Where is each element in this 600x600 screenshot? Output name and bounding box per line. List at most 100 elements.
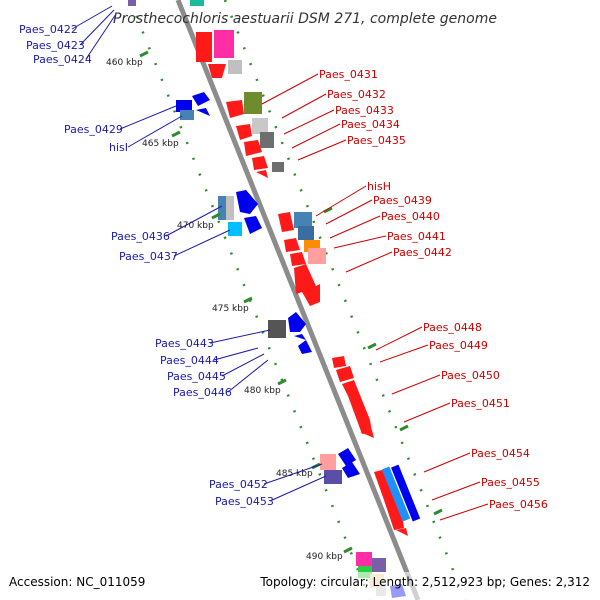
gene-label[interactable]: Paes_0450 <box>441 369 500 382</box>
gene-block <box>324 470 342 484</box>
kbp-label: 470 kbp <box>177 221 214 231</box>
genome-summary-text: Topology: circular; Length: 2,512,923 bp… <box>259 575 590 589</box>
gene-label[interactable]: Paes_0444 <box>160 354 219 367</box>
gene-arrow <box>374 468 404 530</box>
left-gene-labels: Paes_0422 Paes_0423 Paes_0424 Paes_0429 … <box>19 23 274 508</box>
gene-label[interactable]: Paes_0429 <box>64 123 123 136</box>
kbp-tick <box>171 130 181 138</box>
gene-label[interactable]: Paes_0423 <box>26 39 85 52</box>
gene-label[interactable]: Paes_0453 <box>215 495 274 508</box>
gene-block <box>218 196 226 220</box>
gene-block <box>320 454 336 470</box>
gene-arrow <box>256 170 268 178</box>
inner-tick-track <box>223 0 467 600</box>
gene-label[interactable]: Paes_0455 <box>481 476 540 489</box>
gene-label[interactable]: Paes_0445 <box>167 370 226 383</box>
gene-block <box>298 226 314 240</box>
gene-block <box>272 162 284 172</box>
gene-label[interactable]: hisH <box>367 180 391 193</box>
gene-block <box>244 92 262 114</box>
gene-label[interactable]: Paes_0431 <box>319 68 378 81</box>
gene-block <box>180 110 194 120</box>
kbp-label: 480 kbp <box>244 386 281 396</box>
gene-label[interactable]: Paes_0432 <box>327 88 386 101</box>
gene-label[interactable]: Paes_0437 <box>119 250 178 263</box>
gene-label[interactable]: Paes_0446 <box>173 386 232 399</box>
gene-arrow <box>342 462 360 478</box>
gene-label[interactable]: Paes_0456 <box>489 498 548 511</box>
gene-block <box>228 60 242 74</box>
gene-label[interactable]: Paes_0448 <box>423 321 482 334</box>
gene-label[interactable]: Paes_0442 <box>393 246 452 259</box>
gene-label[interactable]: Paes_0449 <box>429 339 488 352</box>
gene-arrow <box>294 264 320 306</box>
gene-arrow <box>244 216 262 234</box>
kbp-tick <box>323 206 333 214</box>
gene-arrow <box>192 92 210 106</box>
kbp-label: 475 kbp <box>212 304 249 314</box>
gene-label[interactable]: Paes_0439 <box>373 194 432 207</box>
kbp-label: 465 kbp <box>142 139 179 149</box>
gene-arrow <box>396 528 408 536</box>
kbp-label: 460 kbp <box>106 58 143 68</box>
gene-label[interactable]: Paes_0441 <box>387 230 446 243</box>
reverse-strand-genes <box>196 30 421 598</box>
kbp-label: 490 kbp <box>306 552 343 562</box>
gene-block <box>391 464 421 522</box>
gene-block <box>128 0 136 6</box>
gene-arrow <box>338 448 356 466</box>
gene-label[interactable]: Paes_0443 <box>155 337 214 350</box>
gene-label[interactable]: Paes_0433 <box>335 104 394 117</box>
right-leader-lines <box>261 73 489 521</box>
gene-arrow <box>236 124 252 140</box>
gene-arrow <box>342 380 372 434</box>
gene-label[interactable]: Paes_0454 <box>471 447 530 460</box>
gene-arrow <box>278 212 294 232</box>
gene-arrow <box>336 366 354 382</box>
gene-block <box>260 132 274 148</box>
kbp-ticks <box>139 50 443 554</box>
gene-block <box>228 222 242 236</box>
kbp-tick <box>343 546 353 554</box>
gene-arrow <box>284 238 300 252</box>
kbp-tick <box>211 212 221 220</box>
gene-block <box>294 212 312 228</box>
kbp-tick <box>243 296 253 304</box>
gene-label[interactable]: Paes_0451 <box>451 397 510 410</box>
gene-block <box>196 32 212 62</box>
gene-label[interactable]: Paes_0422 <box>19 23 78 36</box>
gene-arrow <box>236 190 258 214</box>
footer-background <box>0 572 600 600</box>
gene-block <box>381 466 411 522</box>
right-gene-labels: Paes_0431 Paes_0432 Paes_0433 Paes_0434 … <box>319 68 548 511</box>
accession-text: Accession: NC_011059 <box>9 575 145 589</box>
gene-block <box>308 248 326 264</box>
gene-arrow <box>196 108 210 116</box>
gene-block <box>190 0 204 6</box>
gene-label[interactable]: Paes_0424 <box>33 53 92 66</box>
gene-arrow <box>226 100 244 118</box>
gene-arrow <box>298 340 312 354</box>
genome-backbone <box>175 0 421 600</box>
gene-arrow <box>290 252 306 266</box>
gene-block <box>356 552 372 566</box>
map-title: Prosthecochloris aestuarii DSM 271, comp… <box>113 11 497 27</box>
gene-arrow <box>252 156 268 170</box>
kbp-tick <box>367 342 377 350</box>
gene-label[interactable]: Paes_0436 <box>111 230 170 243</box>
kbp-tick <box>399 424 409 432</box>
gene-block <box>372 558 386 572</box>
gene-arrow <box>332 356 346 368</box>
gene-label[interactable]: hisI <box>109 141 128 154</box>
gene-block <box>214 30 234 58</box>
gene-label[interactable]: Paes_0435 <box>347 134 406 147</box>
gene-label[interactable]: Paes_0434 <box>341 118 400 131</box>
left-leader-lines <box>71 5 327 502</box>
gene-label[interactable]: Paes_0452 <box>209 478 268 491</box>
gene-arrow <box>294 334 306 340</box>
gene-arrow <box>288 312 306 332</box>
gene-arrow <box>244 140 262 156</box>
gene-label[interactable]: Paes_0440 <box>381 210 440 223</box>
gene-block <box>226 196 234 220</box>
